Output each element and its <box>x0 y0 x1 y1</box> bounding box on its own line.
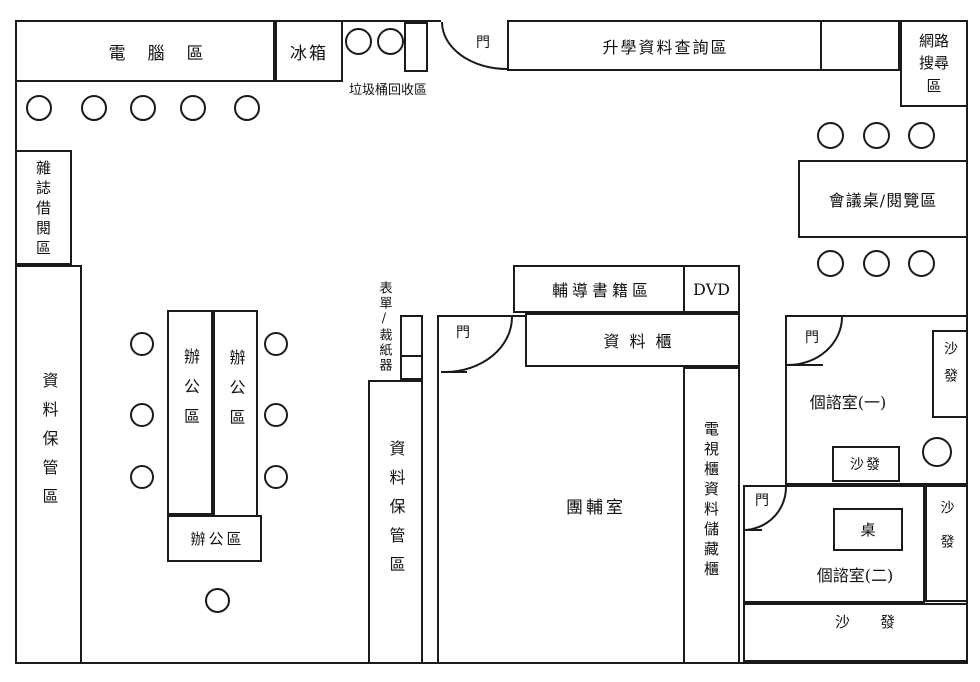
college-info-label: 升學資料查詢區 <box>602 37 729 57</box>
office-desk-left-label: 辦公區 <box>167 310 213 515</box>
seat-circle <box>130 95 156 121</box>
room2-sofa-right <box>925 485 968 602</box>
data-storage-middle-text: 資料保管區 <box>386 439 406 585</box>
trash-recycling-label: 垃圾桶回收區 <box>348 83 427 98</box>
seat-circle <box>908 122 935 149</box>
seat-circle <box>130 403 154 427</box>
seat-circle <box>922 437 952 467</box>
room1-sofa-right <box>932 330 968 418</box>
data-storage-area-left <box>15 265 82 664</box>
room1-sofa-bottom-label: 沙發 <box>850 457 882 473</box>
books-dvd-divider <box>683 265 685 313</box>
group-room-door-panel <box>441 371 467 373</box>
room1-door-label: 門 <box>805 330 819 346</box>
seat-circle <box>863 250 890 277</box>
computer-area <box>15 20 275 82</box>
group-room-label: 團輔室 <box>566 497 626 518</box>
room1-door-panel <box>787 364 823 366</box>
seat-circle <box>264 332 288 356</box>
seat-circle <box>817 250 844 277</box>
magazine-area-text: 雜誌借閱區 <box>34 160 52 260</box>
college-info-area <box>507 20 900 71</box>
group-room-door-label: 門 <box>456 325 470 341</box>
room2-table <box>833 508 903 551</box>
books-area-label: 輔導書籍區 <box>551 281 652 300</box>
seat-circle <box>26 95 52 121</box>
internet-search-text: 網路搜尋區 <box>918 31 949 95</box>
data-storage-left-text: 資料保管區 <box>39 372 59 517</box>
room2-door-label: 門 <box>755 493 769 509</box>
seat-circle <box>264 465 288 489</box>
bottom-sofa-area <box>743 603 968 662</box>
room2-sofa-right-label: 沙發 <box>925 485 968 602</box>
magazine-area-label: 雜誌借閱區 <box>15 150 72 265</box>
seat-circle <box>817 122 844 149</box>
recycle-bin-rect <box>404 22 428 72</box>
room2-door-panel <box>744 529 762 531</box>
room1-sofa-right-label: 沙發 <box>932 330 968 418</box>
trash-bin-circle <box>377 28 404 55</box>
room1-sofa-right-text: 沙發 <box>942 340 958 395</box>
room1-label: 個諮室(一) <box>809 393 887 412</box>
seat-circle <box>264 403 288 427</box>
office-desk-bottom-label: 辦公區 <box>190 530 245 548</box>
forms-cutter-text: 表單/裁紙器 <box>376 281 392 373</box>
seat-circle <box>234 95 260 121</box>
data-storage-middle-label: 資料保管區 <box>368 380 423 664</box>
fridge-label: 冰箱 <box>290 43 328 64</box>
group-room-wall-top <box>437 315 527 317</box>
seat-circle <box>81 95 107 121</box>
forms-cutter-unit-divider <box>400 355 423 357</box>
office-desk-right-text: 辦公區 <box>226 348 246 439</box>
data-cabinet <box>525 313 740 367</box>
room2-label: 個諮室(二) <box>816 566 894 585</box>
seat-circle <box>863 122 890 149</box>
counseling-room-2 <box>743 485 925 603</box>
books-area <box>513 265 740 313</box>
room2-sofa-right-text: 沙發 <box>938 499 955 568</box>
data-storage-area-middle <box>368 380 423 664</box>
forms-cutter-label: 表單/裁紙器 <box>371 274 397 380</box>
meeting-area <box>798 160 968 238</box>
office-desk-right-label: 辦公區 <box>213 310 258 517</box>
dvd-label: DVD <box>693 279 730 299</box>
data-cabinet-label: 資料櫃 <box>603 332 682 351</box>
bottom-sofa-label: 沙發 <box>834 612 925 631</box>
meeting-area-label: 會議桌/閱覽區 <box>828 191 938 210</box>
trash-bin-circle <box>345 28 372 55</box>
seat-circle <box>130 465 154 489</box>
college-info-divider <box>820 20 822 71</box>
seat-circle <box>205 588 230 613</box>
fridge <box>275 20 343 82</box>
seat-circle <box>180 95 206 121</box>
magazine-area <box>15 150 72 265</box>
tv-storage-cabinet-label: 電視櫃資料儲藏櫃 <box>683 367 740 664</box>
wall-bottom <box>15 662 968 664</box>
internet-search-label: 網路搜尋區 <box>900 20 968 107</box>
computer-area-label: 電腦區 <box>108 43 226 64</box>
tv-storage-cabinet-text: 電視櫃資料儲藏櫃 <box>702 420 720 581</box>
entrance-door-label: 門 <box>476 35 490 51</box>
seat-circle <box>130 332 154 356</box>
office-desk-left <box>167 310 213 515</box>
data-storage-left-label: 資料保管區 <box>15 265 82 664</box>
group-room-wall-left <box>437 315 439 664</box>
internet-search-area <box>900 20 968 107</box>
room1-sofa-bottom <box>832 446 900 482</box>
seat-circle <box>908 250 935 277</box>
forms-cutter-unit <box>400 315 423 380</box>
office-desk-bottom <box>167 515 262 562</box>
room2-table-label: 桌 <box>860 521 876 539</box>
tv-storage-cabinet <box>683 367 740 664</box>
office-desk-left-text: 辦公區 <box>181 347 200 438</box>
